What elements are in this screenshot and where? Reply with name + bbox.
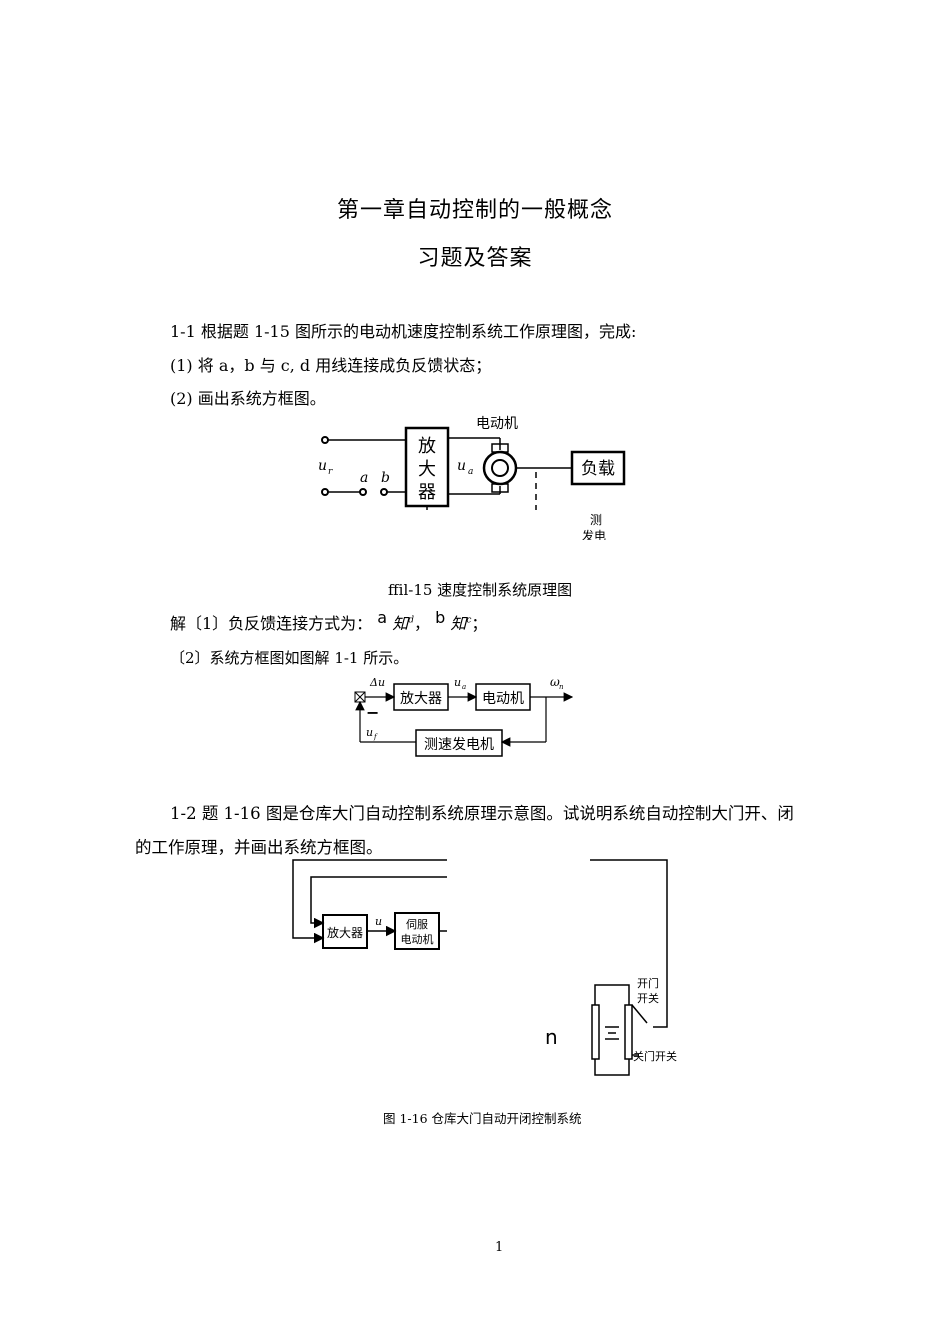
fig116-servo-line2: 电动机	[401, 932, 434, 946]
label-b: b	[381, 470, 390, 486]
minus-sign: −	[366, 703, 379, 722]
load-label: 负载	[581, 459, 615, 479]
svg-text:u: u	[454, 676, 461, 689]
q2-line2: 的工作原理，并画出系统方框图。	[135, 838, 383, 857]
label-ur: u	[318, 458, 327, 474]
amplifier-char-3: 器	[418, 482, 436, 503]
answer-line1: 解〔1〕负反馈连接方式为： a 知d， b 知c；	[170, 608, 488, 633]
tach-block-label: 测速发电机	[424, 737, 494, 753]
terminal-a	[359, 488, 367, 496]
answer-line2: 〔2〕系统方框图如图解 1-1 所示。	[170, 649, 409, 667]
answer-a: a	[377, 608, 388, 627]
label-delta-u: Δu	[369, 676, 385, 689]
svg-text:n: n	[559, 683, 564, 691]
svg-text:a: a	[468, 467, 473, 477]
fig116-open-line1: 开门	[637, 976, 659, 990]
svg-text:u: u	[375, 915, 382, 928]
svg-text:f: f	[373, 733, 378, 741]
motor-block-label: 电动机	[482, 691, 524, 707]
terminal-b	[380, 488, 388, 496]
motor-label: 电动机	[476, 416, 518, 432]
q1-line2: (1) 将 a，b 与 c, d 用线连接成负反馈状态；	[170, 356, 492, 375]
page-number: 1	[495, 1240, 504, 1255]
label-ua: u	[457, 458, 466, 474]
amplifier-char-1: 放	[418, 436, 436, 457]
page-title: 第一章自动控制的一般概念	[336, 198, 613, 223]
figure-1-15: u r a b 放 大 器 u a 电动机 负载 测 发电	[318, 416, 626, 540]
fig116-amp-label: 放大器	[327, 925, 363, 940]
load-box	[570, 450, 626, 486]
terminal-top-left	[321, 436, 329, 444]
q2-line1: 1-2 题 1-16 图是仓库大门自动控制系统原理示意图。试说明系统自动控制大门…	[170, 804, 794, 823]
figure-1-16: 放大器 u 伺服 电动机 开门 开关 关门开关 n	[292, 859, 677, 1076]
tach-partial-2: 发电	[582, 528, 606, 540]
amp-block-label: 放大器	[400, 691, 442, 707]
page-subtitle: 习题及答案	[417, 246, 533, 271]
svg-text:a: a	[462, 683, 466, 691]
motor-circle	[482, 450, 518, 486]
fig116-n: n	[545, 1025, 558, 1049]
tach-block	[415, 729, 503, 757]
q1-line3: (2) 画出系统方框图。	[170, 389, 326, 408]
label-a: a	[360, 470, 368, 486]
svg-text:u: u	[366, 726, 373, 739]
fig116-close-label: 关门开关	[633, 1049, 677, 1063]
fig116-servo-line1: 伺服	[406, 918, 428, 931]
figure-1-16-caption: 图 1-16 仓库大门自动开闭控制系统	[383, 1111, 582, 1126]
figure-1-15-caption: ffil-15 速度控制系统原理图	[388, 581, 573, 599]
answer-b: b	[435, 608, 446, 627]
q1-line1: 1-1 根据题 1-15 图所示的电动机速度控制系统工作原理图，完成:	[170, 322, 637, 341]
amplifier-char-2: 大	[418, 459, 436, 480]
block-diagram-1-1: Δu 放大器 u a 电动机 ω n 测速发电机 − u f	[354, 675, 574, 757]
tach-partial-1: 测	[590, 513, 602, 527]
svg-text:ω: ω	[550, 675, 560, 689]
terminal-bottom-left	[321, 488, 329, 496]
svg-text:r: r	[328, 467, 333, 477]
fig116-open-line2: 开关	[637, 991, 659, 1005]
